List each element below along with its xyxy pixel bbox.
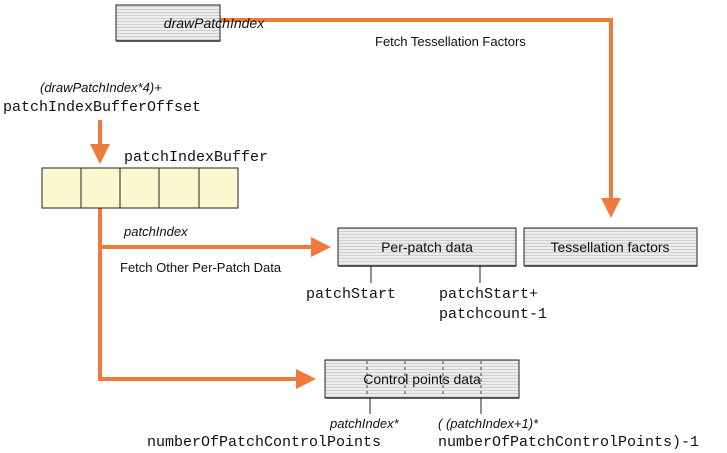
per-patch-data-label: Per-patch data xyxy=(381,239,473,255)
patch-index-buffer-label: patchIndexBuffer xyxy=(124,149,268,166)
patch-index-label: patchIndex xyxy=(123,224,188,239)
per-patch-start-label: patchStart xyxy=(306,286,396,303)
per-patch-end-label-2: patchcount-1 xyxy=(439,306,547,323)
offset-formula-line1: (drawPatchIndex*4)+ xyxy=(40,80,162,95)
control-points-data-label: Control points data xyxy=(363,371,481,387)
per-patch-data-node: Per-patch data xyxy=(337,227,517,267)
per-patch-end-label-1: patchStart+ xyxy=(439,286,538,303)
patch-index-buffer xyxy=(41,167,239,209)
tessellation-factors-node: Tessellation factors xyxy=(523,227,698,267)
tessellation-factors-label: Tessellation factors xyxy=(550,239,669,255)
control-end-label-1: ( (patchIndex+1)* xyxy=(438,416,539,431)
fetch-tessellation-label: Fetch Tessellation Factors xyxy=(375,34,526,49)
control-end-label-2: numberOfPatchControlPoints)-1 xyxy=(438,434,699,451)
control-start-label-1: patchIndex* xyxy=(329,416,400,431)
arrow-fetch-tessellation xyxy=(220,18,621,218)
offset-formula-line2: patchIndexBufferOffset xyxy=(3,99,201,116)
control-points-data-node: Control points data xyxy=(324,359,520,399)
draw-patch-index-label: drawPatchIndex xyxy=(164,15,265,31)
control-start-label-2: numberOfPatchControlPoints xyxy=(147,434,381,451)
draw-patch-index-node: drawPatchIndex xyxy=(115,4,265,42)
fetch-other-label: Fetch Other Per-Patch Data xyxy=(120,260,282,275)
arrows xyxy=(90,18,621,389)
arrow-buffer-to-control-points xyxy=(98,208,316,389)
